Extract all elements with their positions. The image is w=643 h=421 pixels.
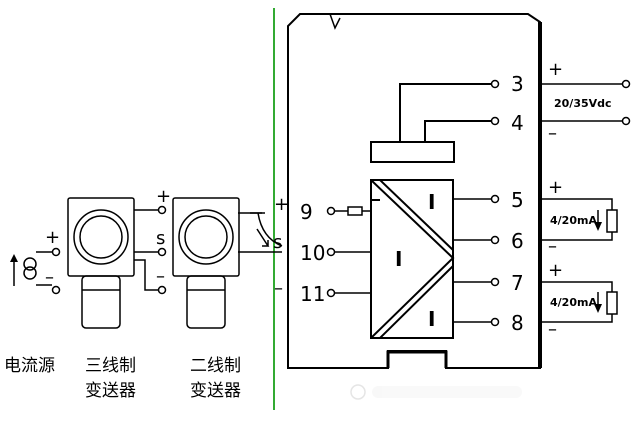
terminal-3-label: 3 — [511, 72, 524, 96]
three-wire-caption-line1: 三线制 — [85, 356, 136, 376]
output1-minus-sign: – — [548, 236, 557, 257]
output2-minus-sign: – — [548, 319, 557, 340]
arrow-to-s-terminal — [256, 228, 270, 247]
current-source-caption: 电流源 — [4, 356, 55, 376]
terminal-6-label: 6 — [511, 229, 524, 253]
three-wire-s-sign: s — [156, 228, 165, 249]
isolator-block — [370, 179, 455, 339]
source-minus-sign: – — [45, 267, 54, 288]
terminal-8-label: 8 — [511, 311, 524, 335]
source-plus-sign: + — [45, 227, 60, 248]
watermark-icon — [350, 384, 522, 400]
block-symbol-top: I — [428, 190, 435, 214]
terminal-4-label: 4 — [511, 111, 524, 135]
three-wire-transmitter — [67, 197, 167, 329]
terminal-9-label: 9 — [300, 200, 313, 224]
two-wire-transmitter — [172, 197, 240, 329]
input-s-sign: s — [273, 232, 282, 253]
two-wire-caption-line1: 二线制 — [190, 356, 241, 376]
three-wire-plus-sign: + — [156, 186, 171, 207]
terminal-5-label: 5 — [511, 188, 524, 212]
power-supply-block — [370, 83, 492, 163]
block-symbol-left: I — [395, 247, 402, 271]
input-plus-sign: + — [274, 194, 289, 215]
supply-minus-sign: – — [548, 123, 557, 144]
input-minus-sign: – — [274, 278, 283, 299]
block-symbol-bottom: I — [428, 307, 435, 331]
output2-plus-sign: + — [548, 260, 563, 281]
two-wire-caption-line2: 变送器 — [190, 381, 241, 401]
current-source-symbol — [13, 247, 61, 295]
input-wiring — [238, 206, 371, 298]
supply-label: 20/35Vdc — [554, 97, 612, 110]
terminal-10-label: 10 — [300, 241, 325, 265]
output1-plus-sign: + — [548, 177, 563, 198]
output2-loop — [540, 281, 618, 323]
three-wire-caption-line2: 变送器 — [85, 381, 136, 401]
isolator-housing — [287, 13, 542, 369]
terminal-7-label: 7 — [511, 271, 524, 295]
three-wire-minus-sign: – — [156, 266, 165, 287]
output1-label: 4/20mA — [550, 214, 597, 227]
supply-plus-sign: + — [548, 59, 563, 80]
output2-arrow — [594, 304, 602, 313]
terminal-11-label: 11 — [300, 282, 325, 306]
output1-arrow — [594, 222, 602, 231]
supply-wiring — [540, 79, 631, 126]
output-terminals — [453, 79, 500, 327]
current-source-arrow-icon — [10, 254, 18, 262]
output2-label: 4/20mA — [550, 296, 597, 309]
